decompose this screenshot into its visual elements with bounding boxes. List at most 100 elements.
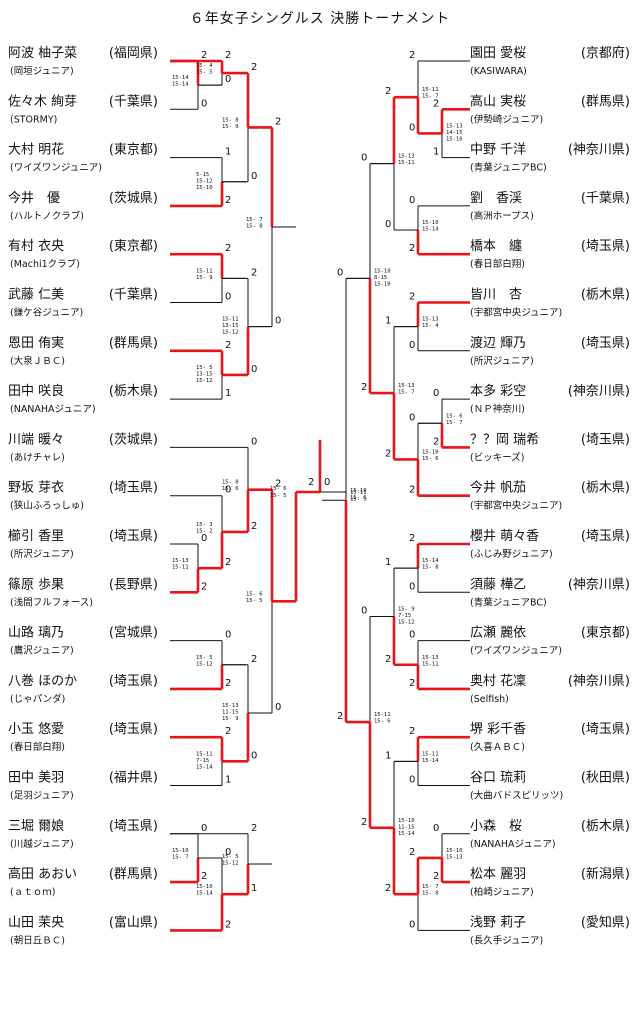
set-score: 15- 3	[196, 522, 213, 528]
player-prefecture: (宮城県)	[109, 625, 158, 641]
set-score: 15- 6	[374, 719, 391, 725]
set-score: 15- 9	[222, 124, 239, 130]
player-name: 櫛引 香里	[8, 529, 64, 544]
player-club: (NANAHAジュニア)	[10, 404, 96, 415]
set-score: 15- 7	[446, 420, 463, 426]
player-prefecture: (愛知県)	[581, 914, 630, 930]
set-score: 15-13	[222, 703, 239, 709]
player-prefecture: (栃木県)	[581, 288, 630, 303]
match-result: 2	[225, 243, 231, 254]
match-result: 2	[251, 521, 257, 532]
set-score: 15-11	[172, 565, 189, 571]
set-score: 15-14	[196, 764, 213, 770]
set-score: 15-10	[196, 884, 213, 890]
set-score: 15- 9	[196, 275, 213, 281]
player-club: (宇都宮中央ジュニア)	[470, 307, 562, 319]
player-club: (Machi1クラブ)	[10, 258, 80, 270]
match-result: 0	[433, 823, 439, 834]
set-score: 15- 7	[422, 94, 439, 100]
player-name: 三堀 爾娘	[8, 819, 64, 834]
player-name: 高田 あおい	[8, 866, 77, 882]
set-score: 15- 4	[422, 323, 439, 329]
match-result: 0	[251, 436, 257, 447]
player-prefecture: (新潟県)	[581, 866, 630, 882]
player-club: (青葉ジュニアBC)	[470, 162, 547, 174]
player-prefecture: (長野県)	[109, 577, 158, 592]
match-result: 0	[251, 750, 257, 761]
set-score: 15-10	[172, 848, 189, 854]
player-prefecture: (東京都)	[109, 238, 158, 254]
set-score: 15-14	[422, 758, 439, 764]
match-result: 2	[251, 823, 257, 834]
set-score: 15-10	[196, 185, 213, 191]
player-name: 本多 彩空	[470, 383, 526, 399]
player-name: ？？岡 瑞希	[470, 432, 539, 447]
player-prefecture: (埼玉県)	[109, 481, 158, 496]
set-score: 15- 5	[196, 365, 213, 371]
match-result: 0	[225, 74, 231, 85]
player-club: (宇都宮中央ジュニア)	[470, 500, 562, 512]
player-prefecture: (埼玉県)	[581, 722, 630, 737]
match-result: 0	[409, 340, 415, 351]
match-result: 0	[385, 219, 391, 230]
player-name: 武藤 仁美	[8, 288, 64, 303]
match-result: 2	[409, 485, 415, 496]
player-club: (ハルトノクラブ)	[10, 210, 84, 222]
player-name: 奥村 花凜	[470, 673, 526, 689]
player-prefecture: (栃木県)	[109, 384, 158, 399]
player-prefecture: (茨城県)	[109, 191, 158, 206]
player-prefecture: (埼玉県)	[109, 674, 158, 689]
set-score: 15-13	[446, 854, 463, 860]
player-name: 広瀬 麗依	[470, 626, 526, 641]
match-result: 2	[275, 116, 281, 127]
match-result: 2	[337, 711, 343, 722]
set-score: 15-11	[422, 661, 439, 667]
set-score: 15-10	[398, 818, 415, 824]
set-score: 15- 4	[196, 63, 213, 69]
match-result: 0	[409, 122, 415, 133]
player-name: 園田 愛桜	[470, 46, 526, 61]
player-prefecture: (東京都)	[581, 625, 630, 641]
set-score: 15- 6	[446, 413, 463, 419]
set-score: 5-15	[196, 172, 209, 178]
match-result: 0	[409, 919, 415, 930]
match-result: 0	[361, 153, 367, 164]
match-result: 1	[385, 750, 391, 761]
player-prefecture: (栃木県)	[581, 481, 630, 496]
player-club: (あけチャレ)	[10, 452, 65, 463]
match-result: 1	[385, 557, 391, 568]
match-result: 2	[409, 726, 415, 737]
player-club: (久喜ＡＢＣ)	[470, 741, 525, 753]
set-score: 15-11	[374, 712, 391, 718]
match-result: 2	[433, 871, 439, 882]
set-score: 15-13	[398, 383, 415, 389]
player-prefecture: (千葉県)	[109, 288, 158, 303]
set-score: 15- 5	[270, 493, 287, 499]
player-club: (NANAHAジュニア)	[470, 839, 556, 850]
set-score: 15- 7	[246, 217, 263, 223]
player-name: 田中 咲良	[8, 383, 64, 399]
match-result: 0	[361, 605, 367, 616]
match-result: 0	[433, 388, 439, 399]
set-score: 15- 6	[350, 495, 367, 501]
set-score: 15-13	[172, 558, 189, 564]
player-name: 今井 帆茄	[470, 480, 526, 496]
match-result: 2	[225, 195, 231, 206]
player-prefecture: (神奈川県)	[568, 577, 630, 592]
player-name: 堺 彩千香	[470, 722, 526, 737]
player-name: 山路 璃乃	[8, 625, 64, 641]
match-result: 0	[409, 630, 415, 641]
set-score: 15- 6	[222, 486, 239, 492]
set-score: 15-13	[446, 123, 463, 129]
player-club: (浅間フルフォース)	[10, 596, 93, 608]
player-club: (STORMY)	[10, 114, 57, 125]
player-club: (朝日丘ＢＣ)	[10, 935, 65, 946]
set-score: 15- 6	[270, 486, 287, 492]
player-club: (ワイズワンジュニア)	[10, 162, 102, 174]
player-name: 阿波 柚子菜	[8, 46, 77, 61]
match-result: 0	[337, 267, 343, 278]
match-result: 2	[385, 654, 391, 665]
set-score: 15-11	[196, 268, 213, 274]
set-score: 13-15	[196, 371, 213, 377]
set-score: 15-10	[446, 848, 463, 854]
